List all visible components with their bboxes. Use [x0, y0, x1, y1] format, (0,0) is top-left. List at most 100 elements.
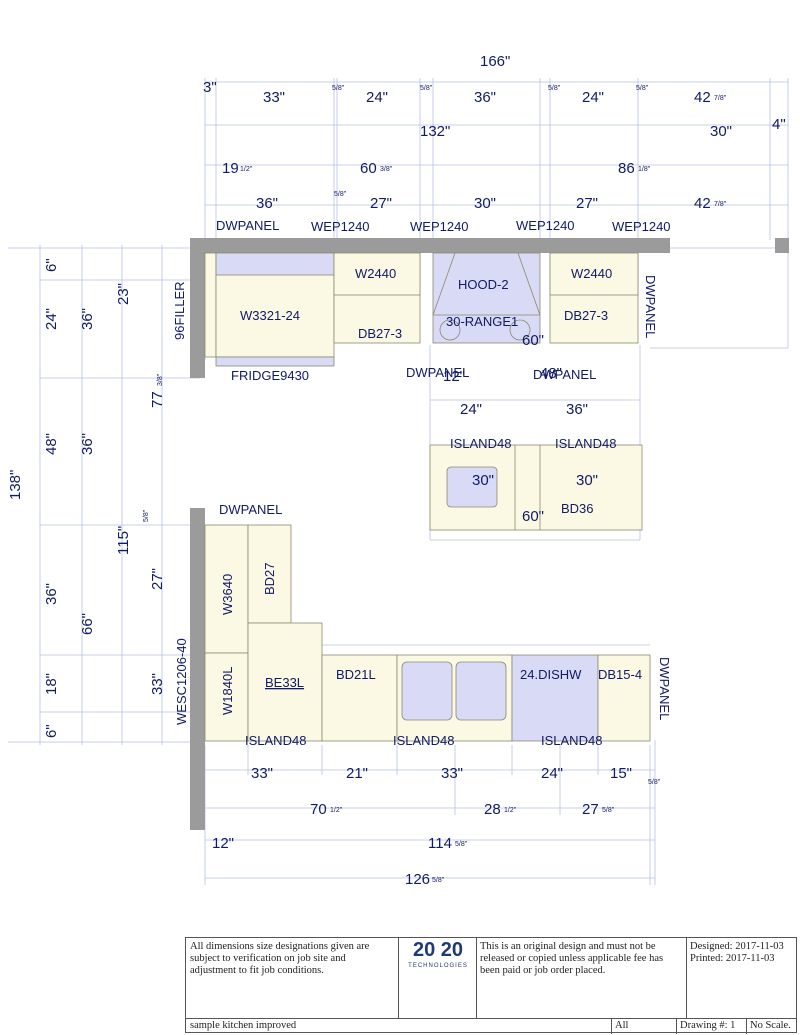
plan-label: 33"	[251, 765, 273, 782]
plan-label: DWPANEL	[406, 365, 469, 380]
w1840l-cabinet	[204, 652, 249, 742]
plan-label: 24.DISHW	[520, 667, 582, 682]
label-dwpanel-top: DWPANEL	[216, 218, 279, 233]
w3640-cabinet	[204, 524, 249, 654]
plan-label: 66"	[79, 613, 96, 635]
plan-label: ISLAND48	[450, 436, 511, 451]
wall-left-upper	[190, 238, 205, 378]
dim-left-total: 138"	[7, 470, 24, 500]
walls	[190, 238, 789, 830]
plan-label: 5/8"	[332, 85, 345, 92]
disclaimer-text: All dimensions size designations given a…	[190, 941, 370, 976]
plan-label: W3640	[220, 574, 235, 615]
plan-label: 1/2"	[504, 807, 517, 814]
plan-label: 33"	[149, 673, 166, 695]
wall-top-right	[775, 238, 789, 253]
plan-label: 24"	[460, 401, 482, 418]
plan-label: 5/8"	[636, 85, 649, 92]
plan-label: WEP1240	[516, 218, 575, 233]
plan-label: 5/8"	[602, 807, 615, 814]
plan-label: ISLAND48	[541, 733, 602, 748]
plan-label: HOOD-2	[458, 277, 509, 292]
plan-label: 5/8"	[334, 191, 347, 198]
plan-label: 24"	[541, 765, 563, 782]
title-block: All dimensions size designations given a…	[185, 937, 797, 1034]
plan-label: 24"	[43, 308, 60, 330]
plan-label: 30"	[474, 195, 496, 212]
plan-label: 48"	[540, 365, 562, 382]
plan-label: 12"	[443, 368, 465, 385]
plan-label: W1840L	[220, 667, 235, 715]
double-sink-left	[401, 661, 453, 721]
island-sink	[446, 466, 498, 508]
plan-label: 115"	[115, 526, 132, 555]
wall-left-lower	[190, 508, 205, 830]
plan-label: 3/8"	[157, 373, 164, 386]
dim-row1-3: 36"	[474, 89, 496, 106]
plan-label: 1/2"	[240, 166, 253, 173]
plan-label: 27"	[149, 568, 166, 590]
dim-row1-0: 3"	[203, 79, 217, 96]
plan-label: W2440	[355, 266, 396, 281]
plan-label: 77	[149, 391, 166, 408]
plan-label: 19	[222, 160, 239, 177]
plan-label: 48"	[43, 433, 60, 455]
plan-label: 30"	[576, 472, 598, 489]
plan-label: BD21L	[336, 667, 376, 682]
dim-row1-4: 24"	[582, 89, 604, 106]
plan-label: 3/8"	[380, 166, 393, 173]
plan-label: BE33L	[265, 675, 304, 690]
plan-label: 5/8"	[432, 877, 445, 884]
plan-label: FRIDGE9430	[231, 368, 309, 383]
plan-label: 5/8"	[143, 509, 150, 522]
plan-label: 60"	[522, 332, 544, 349]
label-filler: 96FILLER	[172, 281, 187, 340]
plan-label: 18"	[43, 673, 60, 695]
plan-label: 33"	[441, 765, 463, 782]
plan-label: 60	[360, 160, 377, 177]
bd27-cabinet	[247, 524, 292, 624]
plan-label: 86	[618, 160, 635, 177]
top-run	[204, 252, 639, 367]
dimension-lines	[8, 78, 789, 885]
wall-top	[190, 238, 670, 253]
plan-label: 30-RANGE1	[446, 314, 518, 329]
plan-label: WESC1206-40	[174, 638, 189, 725]
plan-label: DB27-3	[564, 308, 608, 323]
plan-label: 1/8"	[638, 166, 651, 173]
dim-row2-2: 4"	[772, 116, 786, 133]
plan-label: ISLAND48	[393, 733, 454, 748]
plan-label: 5/8"	[548, 85, 561, 92]
plan-label: 30"	[472, 472, 494, 489]
drawing-number: Drawing #: 1	[680, 1020, 736, 1031]
plan-label: 70	[310, 801, 327, 818]
plan-label: ISLAND48	[245, 733, 306, 748]
plan-label: WEP1240	[612, 219, 671, 234]
company-logo: 20 20 TECHNOLOGIES	[408, 939, 468, 969]
plan-label: 36"	[79, 433, 96, 455]
plan-label: 5/8"	[420, 85, 433, 92]
plan-label: 42	[694, 195, 711, 212]
plan-label: 60"	[522, 508, 544, 525]
plan-label: 7/8"	[714, 201, 727, 208]
dim-overall-top: 166"	[480, 53, 510, 70]
plan-label: BD36	[561, 501, 594, 516]
plan-label: 21"	[346, 765, 368, 782]
printed-date: Printed: 2017-11-03	[690, 953, 775, 964]
plan-label: DWPANEL	[643, 275, 658, 338]
plan-label: 1/2"	[330, 807, 343, 814]
plan-label: 5/8"	[648, 779, 661, 786]
plan-label: 36"	[79, 308, 96, 330]
designed-date: Designed: 2017-11-03	[690, 941, 784, 952]
view-name: All	[615, 1020, 629, 1031]
plan-label: DWPANEL	[533, 367, 596, 382]
dim-row2-0: 132"	[420, 123, 450, 140]
filler-cabinet	[204, 252, 217, 358]
plan-label: 28	[484, 801, 501, 818]
dim-row1-frac: 7/8"	[714, 95, 727, 102]
plan-label: DB15-4	[598, 667, 642, 682]
plan-label: BD27	[262, 562, 277, 595]
dim-row1-1: 33"	[263, 89, 285, 106]
plan-label: 114	[428, 835, 452, 852]
